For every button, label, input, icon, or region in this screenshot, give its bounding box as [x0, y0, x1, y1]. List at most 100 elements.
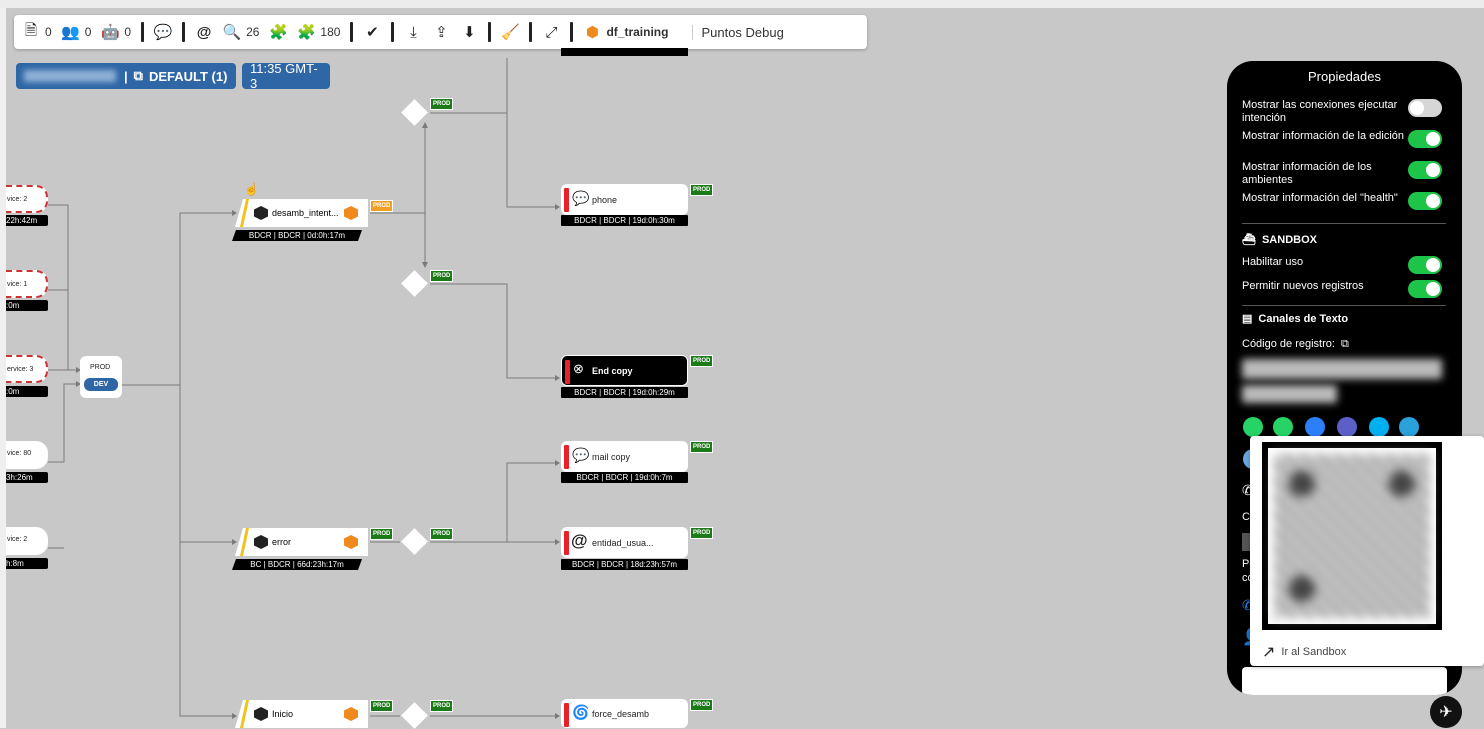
- teams-icon[interactable]: [1337, 417, 1357, 437]
- target-node-end-copy[interactable]: ⊗ End copy: [561, 355, 688, 386]
- qr-code: [1262, 442, 1442, 630]
- upload-icon: ⇪: [435, 24, 448, 41]
- service-node[interactable]: vice: 1: [6, 270, 48, 298]
- blurred-code: [1242, 359, 1442, 379]
- toggle-switch[interactable]: [1408, 192, 1442, 210]
- toggle-row: Mostrar las conexiones ejecutar intenció…: [1242, 99, 1442, 125]
- toolbar-separator: [529, 22, 533, 42]
- node-stat: :0m: [6, 386, 48, 397]
- target-node-force-desamb[interactable]: 🌀 force_desamb: [561, 699, 688, 728]
- bots-count: 0: [124, 25, 132, 39]
- users-count: 0: [84, 25, 92, 39]
- toolbar-users[interactable]: 👥 0: [61, 23, 92, 41]
- qr-popup: ↗ Ir al Sandbox: [1250, 436, 1484, 666]
- env-badge: PROD: [430, 98, 454, 110]
- puzzle-piece-icon: 🧩: [297, 24, 316, 41]
- registration-code: Código de registro: ⧉: [1242, 338, 1349, 351]
- toolbar-brand[interactable]: ⬢ df_training: [583, 23, 669, 41]
- airplane-icon: ✈: [1439, 704, 1453, 721]
- sandbox-title: SANDBOX: [1261, 233, 1317, 246]
- telegram-icon[interactable]: [1399, 417, 1419, 437]
- toolbar-separator: [182, 22, 186, 42]
- panel-title: Propiedades: [1308, 69, 1381, 84]
- toolbar-upload[interactable]: ⇪: [432, 23, 450, 41]
- status-bar: [564, 531, 569, 555]
- status-bar: [565, 360, 570, 384]
- node-accent: [240, 199, 249, 227]
- service-node[interactable]: vice: 2: [6, 527, 48, 555]
- expand-arrows-icon: ⤢: [545, 23, 558, 41]
- toolbar-import[interactable]: ⬇: [460, 23, 478, 41]
- node-label: vice: 2: [7, 196, 28, 203]
- toggle-label: Mostrar información del "health": [1242, 192, 1398, 204]
- env-badge: PROD: [430, 270, 454, 282]
- toggle-label: Mostrar información de la edición: [1242, 130, 1405, 142]
- node-stat: 22h:42m: [6, 215, 48, 226]
- toolbar-clean[interactable]: 🧹: [501, 23, 520, 41]
- toolbar-puzzle-b[interactable]: 🧩 180: [297, 23, 340, 41]
- node-stat: BDCR | BDCR | 19d:0h:7m: [561, 472, 688, 483]
- service-node[interactable]: vice: 80: [6, 441, 48, 469]
- airplane-button[interactable]: ✈: [1430, 696, 1462, 728]
- message-icon: 💬: [572, 447, 590, 463]
- node-accent: [240, 700, 249, 728]
- code-label: Código de registro:: [1242, 338, 1335, 350]
- network-icon: ⧉: [133, 68, 143, 83]
- copy-icon[interactable]: ⧉: [1341, 338, 1349, 350]
- toolbar-chat[interactable]: 💬: [153, 23, 173, 41]
- environment-selector[interactable]: | ⧉ DEFAULT (1): [16, 63, 236, 89]
- node-stat: BC | BDCR | 66d:23h:17m: [232, 559, 362, 570]
- toggle-row: Mostrar información de los ambientes: [1242, 161, 1442, 187]
- dialogflow-icon: [344, 707, 358, 721]
- go-to-sandbox-link[interactable]: ↗ Ir al Sandbox: [1262, 642, 1346, 662]
- toolbar-bots[interactable]: 🤖 0: [101, 23, 131, 41]
- puzzle-count: 180: [320, 25, 341, 39]
- whatsapp-icon[interactable]: [1243, 417, 1263, 437]
- node-stat: :0m: [6, 300, 48, 311]
- toggle-label: Mostrar información de los ambientes: [1242, 161, 1372, 186]
- toolbar-separator: [391, 22, 395, 42]
- node-label: vice: 80: [7, 450, 32, 457]
- toolbar-search[interactable]: 🔍 26: [223, 23, 260, 41]
- toolbar-expand[interactable]: ⤢: [542, 23, 560, 41]
- toggle-switch[interactable]: [1408, 99, 1442, 117]
- target-node-phone[interactable]: 💬 phone: [561, 184, 688, 215]
- env-badge: PROD: [430, 700, 454, 712]
- chat-bubble-icon: 💬: [153, 24, 173, 41]
- node-label: ervice: 3: [7, 366, 34, 373]
- status-bar: [564, 445, 569, 469]
- at-sign-icon: @: [571, 531, 588, 550]
- toggle-label: Habilitar uso: [1242, 256, 1304, 268]
- toolbar-entities[interactable]: @: [195, 23, 213, 41]
- toolbar-download[interactable]: ⤓: [404, 23, 422, 41]
- toggle-label: Permitir nuevos registros: [1242, 280, 1364, 292]
- env-dev-badge: DEV: [84, 378, 118, 391]
- toggle-row: Habilitar uso: [1242, 256, 1442, 274]
- environment-node[interactable]: PROD DEV: [80, 356, 122, 398]
- target-node-entidad[interactable]: @ entidad_usua...: [561, 527, 688, 558]
- toggle-row: Mostrar información de la edición: [1242, 130, 1442, 148]
- toggle-switch[interactable]: [1408, 280, 1442, 298]
- skype-icon[interactable]: [1369, 417, 1389, 437]
- toolbar-puzzle-a[interactable]: 🧩: [269, 23, 288, 41]
- import-file-icon: ⬇: [463, 24, 476, 41]
- node-accent: [240, 528, 249, 556]
- robot-icon: 🤖: [101, 24, 120, 41]
- toolbar-separator: [570, 22, 574, 42]
- service-node[interactable]: ervice: 3: [6, 355, 48, 383]
- dialogflow-icon: [344, 206, 358, 220]
- toggle-switch[interactable]: [1408, 161, 1442, 179]
- debug-points-button[interactable]: Puntos Debug: [692, 24, 784, 40]
- toolbar-documents[interactable]: 🗎 0: [22, 22, 52, 41]
- toolbar-separator: [350, 22, 354, 42]
- sandbox-section: ⛴ SANDBOX: [1242, 233, 1317, 247]
- brand-label: df_training: [606, 25, 669, 39]
- whatsapp-business-icon[interactable]: [1273, 417, 1293, 437]
- toggle-switch[interactable]: [1408, 256, 1442, 274]
- target-node-mail-copy[interactable]: 💬 mail copy: [561, 441, 688, 472]
- service-node[interactable]: vice: 2: [6, 185, 48, 213]
- messenger-icon[interactable]: [1305, 417, 1325, 437]
- toolbar-validate[interactable]: ✔: [363, 23, 381, 41]
- bottom-button-bar[interactable]: [1242, 667, 1447, 695]
- toggle-switch[interactable]: [1408, 130, 1442, 148]
